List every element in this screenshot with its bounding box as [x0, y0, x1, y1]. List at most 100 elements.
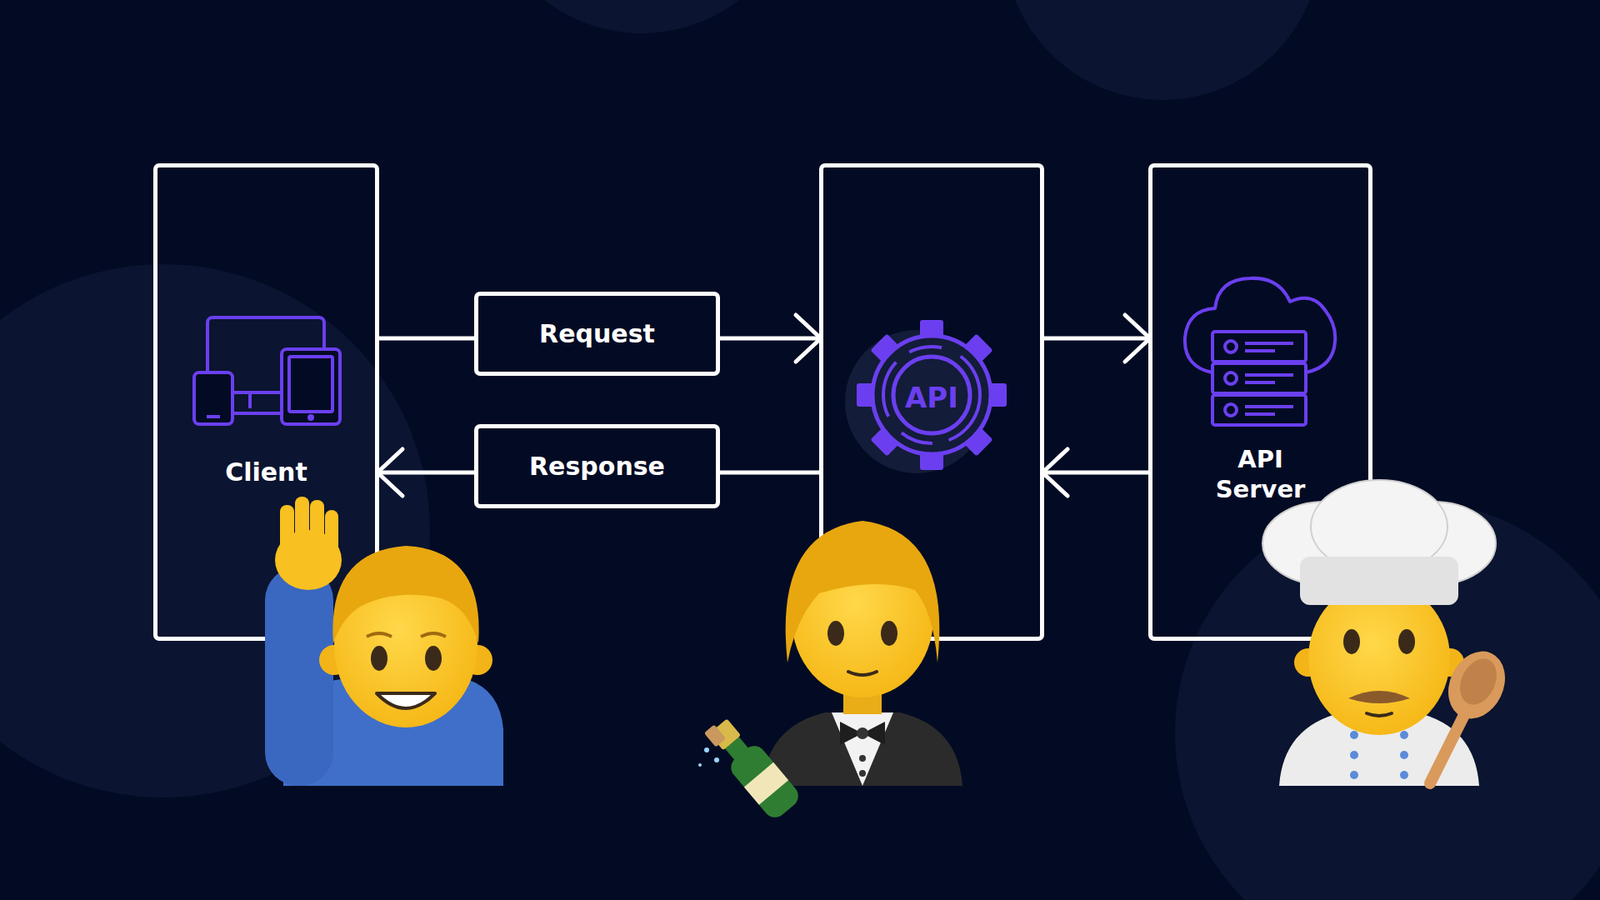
chef-person-part: [1279, 712, 1480, 786]
cloud-server-icon-part: [1185, 278, 1335, 373]
cloud-server-icon-part: [1245, 405, 1294, 409]
connector-line: [377, 470, 476, 475]
raising-hand-person-part: [332, 545, 479, 644]
raising-hand-person-part: [325, 510, 339, 557]
raising-hand-person-part: [319, 645, 350, 675]
raising-hand-person-part: [310, 500, 325, 555]
raising-hand-person: [265, 496, 504, 786]
waiter-person-part-part: [715, 725, 754, 766]
cloud-server-icon-part: [1212, 363, 1306, 394]
waiter-person-part: [704, 724, 726, 747]
devices-icon-part: [309, 415, 313, 420]
raising-hand-person-part: [334, 564, 478, 728]
raising-hand-person-part: [376, 693, 435, 709]
chef-person-part-part: [1400, 750, 1409, 760]
api-server-label: API Server: [1204, 444, 1317, 505]
raising-hand-person-part: [295, 496, 310, 555]
waiter-person: [698, 520, 963, 823]
background-circles-part: [483, 0, 800, 34]
cloud-server-icon-part: [1225, 372, 1237, 385]
connector-arrow: [1042, 315, 1150, 362]
background-circles-part: [0, 264, 430, 798]
raising-hand-person-part: [462, 645, 493, 675]
chef-person-part: [1300, 556, 1459, 605]
connector-line: [1125, 315, 1150, 362]
waiter-person-part: [843, 679, 882, 715]
raising-hand-person-part: [425, 645, 442, 671]
waiter-person-part-part: [709, 718, 741, 750]
chef-person-part: [1310, 480, 1448, 574]
cloud-server-icon-part: [1212, 331, 1306, 362]
connector-line: [1042, 336, 1150, 341]
response-box: Response: [474, 424, 720, 509]
cloud-server-icon-part: [1245, 412, 1275, 416]
waiter-person-part: [859, 770, 866, 777]
raising-hand-person-part: [275, 530, 342, 590]
connector-arrow: [377, 449, 476, 496]
waiter-person-part: [856, 727, 869, 740]
cloud-server-icon-part: [1212, 395, 1306, 425]
waiter-person-part: [698, 763, 702, 767]
connector-line: [795, 315, 821, 362]
chef-person-part-part: [1350, 730, 1359, 740]
raising-hand-person-part: [370, 645, 388, 671]
devices-icon-part: [206, 415, 220, 419]
waiter-person-part: [704, 747, 710, 753]
background-circles-part: [1175, 500, 1600, 900]
devices-icon-part: [281, 349, 340, 425]
api-gear-icon-part: [893, 356, 970, 434]
waiter-person-part: [880, 620, 898, 646]
waiter-person-part: [859, 755, 866, 762]
chef-person-part: [1366, 713, 1392, 716]
client-label: Client: [225, 456, 308, 489]
chef-person-part: [1398, 629, 1415, 655]
cloud-server-icon-part: [1245, 373, 1294, 377]
devices-icon: [194, 317, 340, 425]
cloud-server-icon-part: [1245, 341, 1294, 345]
connector-line: [718, 336, 821, 341]
chef-person-part-part: [1400, 730, 1409, 740]
devices-icon-part: [248, 392, 252, 409]
request-label: Request: [539, 318, 655, 350]
connector-arrow: [718, 315, 821, 362]
waiter-person-part: [762, 712, 963, 786]
waiter-person-part-part: [726, 741, 804, 823]
raising-hand-person-part: [265, 566, 334, 786]
cloud-server-icon: [1185, 278, 1335, 425]
cloud-server-icon-part: [1245, 349, 1275, 353]
response-label: Response: [529, 450, 665, 483]
cloud-server-icon-part: [1245, 380, 1275, 385]
api-gear-label: API: [905, 380, 959, 416]
connector-line: [1042, 470, 1150, 475]
chef-person-part-part: [1350, 750, 1359, 760]
chef-person-part: [1435, 648, 1465, 677]
chef-person-part: [1370, 501, 1496, 585]
chef-person-part: [1453, 652, 1505, 710]
api-gear-icon-part: [856, 320, 1007, 470]
chef-person-part-part: [1400, 770, 1409, 780]
connector-arrow: [1042, 449, 1150, 496]
raising-hand-person-part: [283, 679, 504, 786]
chef-person: [1262, 480, 1516, 786]
connector-line: [718, 470, 821, 475]
api-box: API: [819, 163, 1045, 641]
waiter-person-part: [831, 712, 894, 786]
chef-person-part: [1343, 629, 1360, 655]
connector-arrow: [718, 472, 821, 474]
waiter-person-part: [791, 539, 934, 698]
cloud-server-icon-part: [1225, 404, 1237, 416]
waiter-person-part: [714, 757, 720, 763]
connector-arrow: [377, 338, 476, 340]
connector-line: [377, 449, 403, 496]
waiter-person-part: [785, 520, 940, 663]
api-gear-icon: [845, 320, 1007, 474]
chef-person-part: [1294, 648, 1323, 677]
waiter-person-part-part: [744, 762, 789, 805]
api-gear-icon-part: [883, 346, 980, 444]
connector-line: [1042, 449, 1068, 496]
